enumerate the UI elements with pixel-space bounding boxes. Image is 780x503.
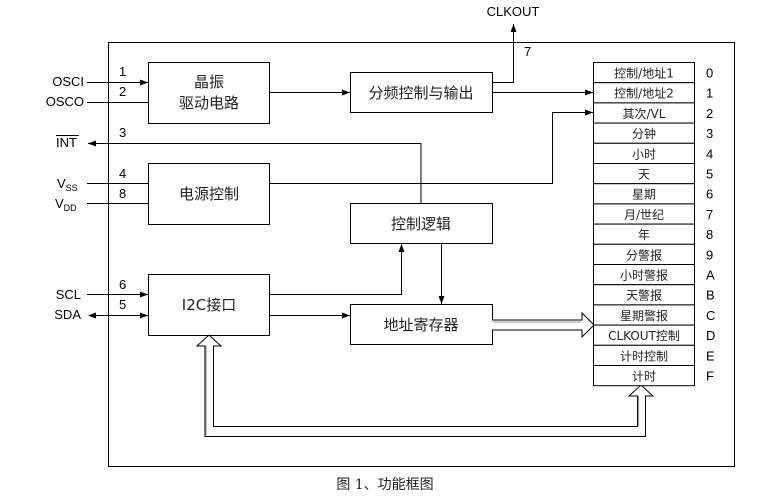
block-power-label: 电源控制 bbox=[179, 185, 239, 203]
register-table: 控制/地址1 0 控制/地址2 1 其次/VL 2 分钟 3 小时 4 天 5 星期 6 月/世纪 7 年 8 分警… bbox=[593, 62, 715, 387]
register-name: 天 bbox=[638, 168, 650, 182]
sda-left-arrowhead bbox=[88, 312, 96, 319]
register-name: 星期警报 bbox=[620, 308, 668, 323]
bus-address-to-registers bbox=[492, 311, 595, 339]
pin-osci-number: 1 bbox=[119, 64, 126, 79]
register-name: 分警报 bbox=[626, 247, 662, 262]
block-control-logic bbox=[350, 203, 493, 244]
block-oscillator bbox=[148, 62, 270, 124]
block-control-logic-label: 控制逻辑 bbox=[391, 215, 451, 233]
wire-power-to-reg2 bbox=[269, 109, 593, 184]
block-divider-label: 分频控制与输出 bbox=[368, 84, 473, 102]
pin-int-label: INT bbox=[56, 135, 77, 150]
register-address: D bbox=[706, 328, 715, 343]
register-name: 分钟 bbox=[632, 126, 656, 141]
register-name: 计时 bbox=[632, 370, 656, 384]
block-oscillator-line1: 晶振 bbox=[194, 73, 224, 91]
register-name: 月/世纪 bbox=[624, 208, 664, 222]
register-address: F bbox=[706, 369, 714, 384]
pin-clkout-label: CLKOUT bbox=[487, 4, 540, 19]
pin-osco-label: OSCO bbox=[46, 94, 84, 109]
block-power bbox=[148, 163, 270, 225]
register-name: 计时控制 bbox=[620, 349, 668, 363]
register-address: 4 bbox=[706, 146, 713, 161]
register-name: 小时警报 bbox=[620, 268, 668, 283]
pin-vdd-label: VDD bbox=[55, 196, 77, 213]
register-address: 6 bbox=[706, 187, 713, 202]
register-address: 9 bbox=[706, 247, 713, 262]
register-cell bbox=[593, 365, 695, 387]
register-address: 3 bbox=[706, 126, 713, 141]
block-oscillator-line2: 驱动电路 bbox=[179, 94, 239, 112]
pin-sda-number: 5 bbox=[119, 297, 126, 312]
chip-boundary bbox=[108, 42, 735, 467]
register-name: 天警报 bbox=[626, 288, 662, 303]
pin-clkout-number: 7 bbox=[524, 44, 531, 59]
register-name: 控制/地址2 bbox=[614, 87, 674, 101]
pin-vdd-number: 8 bbox=[119, 186, 126, 201]
register-name: 小时 bbox=[632, 147, 656, 161]
pin-scl-label: SCL bbox=[56, 287, 81, 302]
pin-sda-label: SDA bbox=[54, 307, 81, 322]
wire-divider-to-clkout bbox=[492, 24, 517, 83]
register-address: 0 bbox=[706, 66, 713, 81]
block-divider bbox=[350, 72, 493, 113]
register-address: 1 bbox=[706, 86, 713, 101]
pin-osci-label: OSCI bbox=[52, 74, 84, 89]
register-name: 控制/地址1 bbox=[614, 67, 674, 81]
register-name: 年 bbox=[638, 228, 650, 242]
pin-scl-number: 6 bbox=[119, 277, 126, 292]
wire-i2c-to-control bbox=[269, 244, 405, 295]
register-address: B bbox=[706, 288, 715, 303]
register-address: E bbox=[706, 348, 715, 363]
register-name: 星期 bbox=[632, 188, 656, 202]
block-address-register bbox=[350, 304, 493, 345]
figure-caption: 图 1、功能框图 bbox=[336, 477, 433, 493]
block-i2c-label: I2C接口 bbox=[182, 296, 236, 314]
register-address: 7 bbox=[706, 207, 713, 222]
pin-int-number: 3 bbox=[119, 125, 126, 140]
bus-registers-to-i2c bbox=[195, 334, 655, 437]
pin-vss-number: 4 bbox=[119, 166, 126, 181]
register-name: 其次/VL bbox=[623, 107, 666, 121]
block-i2c bbox=[148, 274, 270, 336]
register-address: C bbox=[706, 308, 715, 323]
pin-osco-number: 2 bbox=[119, 84, 126, 99]
register-name: CLKOUT控制 bbox=[608, 329, 680, 343]
register-address: 8 bbox=[706, 227, 713, 242]
block-address-register-label: 地址寄存器 bbox=[383, 316, 458, 334]
register-address: 2 bbox=[706, 106, 713, 121]
register-address: 5 bbox=[706, 167, 713, 182]
register-address: A bbox=[706, 268, 715, 283]
pin-vss-label: VSS bbox=[57, 176, 78, 193]
